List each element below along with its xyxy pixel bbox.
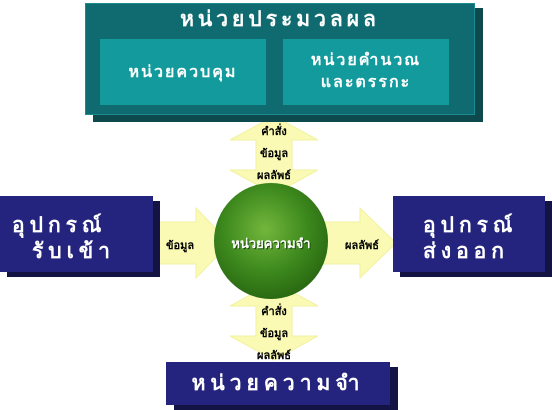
- bottom-arrow-label-3: ผลลัพธ์: [257, 349, 291, 362]
- alu-unit: หน่วยคำนวณ และตรรกะ: [283, 39, 449, 105]
- control-unit: หน่วยควบคุม: [100, 39, 266, 105]
- alu-line-1: หน่วยคำนวณ: [310, 50, 422, 69]
- input-device: อุปกรณ์ รับเข้า: [0, 196, 153, 272]
- top-arrow-label-1: คำสั่ง: [261, 125, 287, 138]
- memory-center-label: หน่วยความจำ: [231, 237, 311, 252]
- bottom-arrow-label-1: คำสั่ง: [261, 305, 287, 318]
- top-arrow-label-3: ผลลัพธ์: [257, 169, 291, 182]
- memory-circle: [214, 183, 328, 299]
- left-arrow-label: ข้อมูล: [165, 239, 195, 252]
- memory-box: หน่วยความจำ: [166, 362, 390, 405]
- alu-line-2: และตรรกะ: [320, 72, 412, 91]
- input-line-2: รับเข้า: [32, 239, 115, 263]
- top-arrow-label-2: ข้อมูล: [259, 147, 289, 160]
- output-device: อุปกรณ์ ส่งออก: [393, 196, 545, 272]
- input-line-1: อุปกรณ์: [12, 213, 107, 237]
- bottom-double-arrow: [229, 281, 319, 361]
- cpu-title: หน่วยประมวลผล: [180, 7, 380, 31]
- output-line-1: อุปกรณ์: [423, 213, 518, 237]
- bottom-arrow-label-2: ข้อมูล: [259, 327, 289, 340]
- left-arrow: [152, 206, 231, 280]
- right-arrow: [315, 206, 397, 280]
- right-arrow-label: ผลลัพธ์: [345, 239, 379, 252]
- output-line-2: ส่งออก: [423, 239, 510, 263]
